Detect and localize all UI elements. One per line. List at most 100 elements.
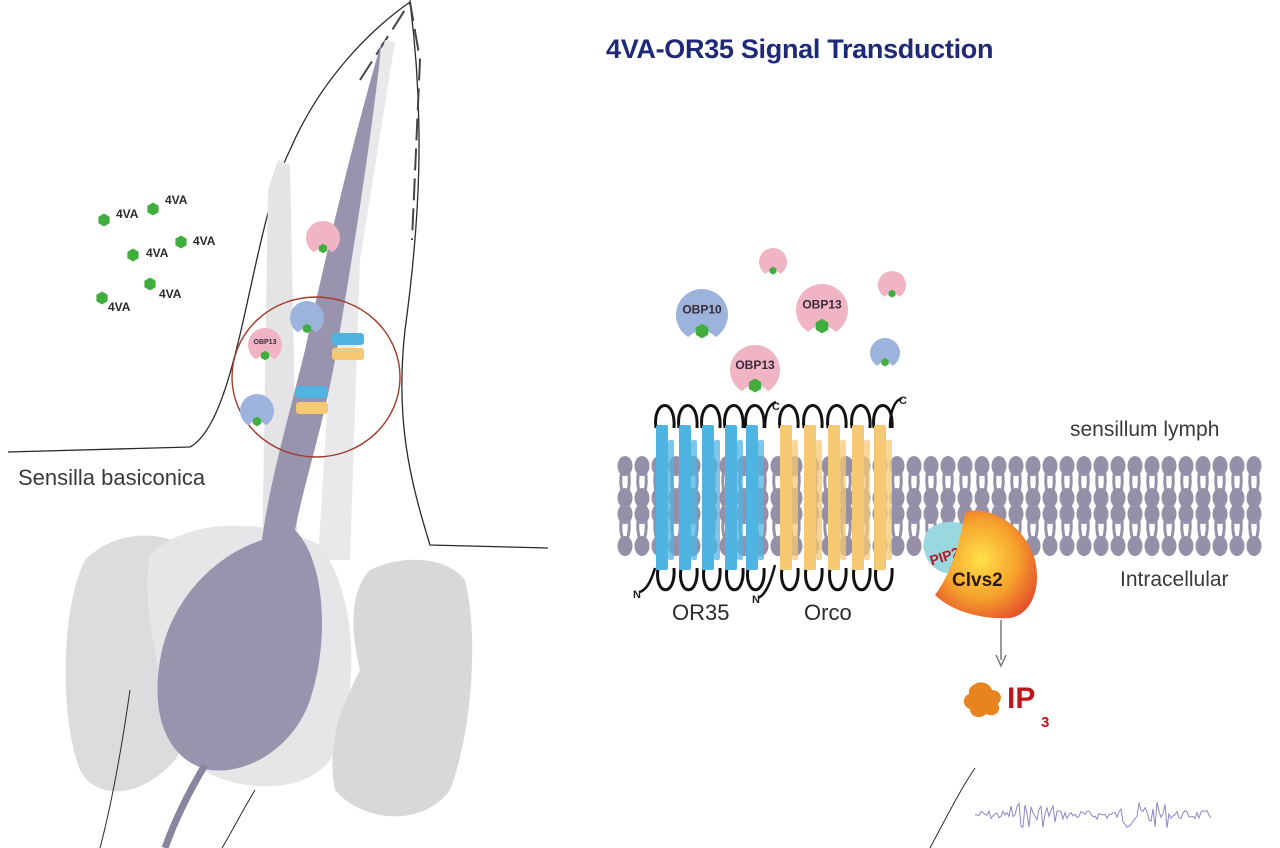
- lipid-head: [1195, 536, 1211, 556]
- lipid-head: [1246, 536, 1262, 556]
- n-terminus-orco: N: [752, 594, 760, 606]
- extracellular-loop: [872, 404, 894, 429]
- axon-guide-1: [99, 689, 131, 848]
- lipid-head: [1178, 536, 1194, 556]
- lymph-label: sensillum lymph: [1070, 418, 1220, 441]
- obp13-small: [306, 220, 340, 254]
- orco-helix-shade: [840, 440, 846, 560]
- lipid-head: [906, 504, 922, 524]
- or35-helix: [746, 425, 758, 570]
- orco-label: Orco: [804, 600, 852, 625]
- bound-odorant-icon: [815, 318, 829, 334]
- intracellular-loop: [656, 567, 676, 592]
- obp10-small: [289, 300, 324, 334]
- mini-or35-2: [296, 386, 328, 398]
- obp10-small-2: [240, 393, 274, 427]
- support-column-right: [318, 40, 395, 560]
- lipid-head: [1076, 504, 1092, 524]
- sensilla-label: Sensilla basiconica: [18, 465, 206, 490]
- clvs2-shape: [935, 510, 1038, 619]
- sensillum-illustration: [7, 0, 549, 848]
- accessory-cell-right: [332, 559, 473, 817]
- odorant-4va-icon: [127, 248, 139, 262]
- lipid-head: [1195, 456, 1211, 476]
- lipid-head: [617, 504, 633, 524]
- lipid-head: [1059, 504, 1075, 524]
- page-title: 4VA-OR35 Signal Transduction: [606, 34, 994, 64]
- or35-helix-shade: [691, 440, 697, 560]
- ip3-group: IP 3: [963, 682, 1049, 731]
- lipid-head: [1008, 456, 1024, 476]
- intracellular-loop: [679, 567, 699, 592]
- bound-odorant-icon: [695, 323, 709, 339]
- lipid-head: [957, 456, 973, 476]
- lipid-head: [1212, 536, 1228, 556]
- lipid-head: [1161, 488, 1177, 508]
- orco-helix: [852, 425, 864, 570]
- lipid-head: [1127, 536, 1143, 556]
- obp13-small-labeled: OBP13: [248, 327, 282, 361]
- c-terminus-tail: [763, 400, 777, 429]
- bound-odorant-icon: [888, 289, 896, 298]
- lipid-head: [1042, 504, 1058, 524]
- lipid-head: [1042, 536, 1058, 556]
- lipid-head: [1059, 536, 1075, 556]
- lipid-head: [889, 504, 905, 524]
- lipid-head: [617, 488, 633, 508]
- lipid-head: [1127, 456, 1143, 476]
- ip3-label: IP: [1007, 682, 1035, 715]
- extracellular-loop: [723, 404, 745, 429]
- c-terminus-orco: C: [899, 395, 907, 407]
- lipid-head: [1076, 488, 1092, 508]
- obp-body: [676, 288, 728, 337]
- lipid-head: [1059, 456, 1075, 476]
- lipid-head: [1161, 536, 1177, 556]
- lipid-head: [1059, 488, 1075, 508]
- obp-body: [240, 393, 274, 426]
- obp-body: [759, 248, 787, 274]
- lipid-head: [1246, 456, 1262, 476]
- extracellular-loop: [677, 404, 699, 429]
- recording-guide-line: [929, 767, 976, 848]
- zoom-circle: [231, 296, 401, 458]
- lipid-head: [1110, 504, 1126, 524]
- obp13-far: [759, 248, 787, 275]
- c-terminus-or35: C: [772, 401, 780, 413]
- extracellular-loop: [654, 404, 676, 429]
- orco-helix: [780, 425, 792, 570]
- lipid-head: [923, 456, 939, 476]
- bound-odorant-icon: [252, 416, 262, 427]
- intracellular-loop: [804, 567, 824, 592]
- lipid-head: [1161, 456, 1177, 476]
- lipid-head: [1246, 488, 1262, 508]
- mini-orco: [332, 348, 364, 360]
- bound-odorant-icon: [748, 378, 762, 393]
- odorant-4va-label: 4VA: [165, 193, 188, 207]
- orco-helix: [828, 425, 840, 570]
- intracellular-loop: [852, 567, 872, 592]
- lipid-head: [1144, 456, 1160, 476]
- obp-body: [796, 283, 849, 332]
- obp10-small-right: [870, 337, 901, 367]
- odorant-4va-icon: [175, 235, 187, 249]
- receptor-complex: [639, 396, 903, 600]
- left-obp-group: OBP13: [240, 220, 364, 427]
- lipid-head: [634, 456, 650, 476]
- clvs2-complex: PIP2 Clvs2: [923, 510, 1038, 619]
- lipid-head: [1212, 456, 1228, 476]
- lipid-head: [1178, 456, 1194, 476]
- or35-helix-shade: [737, 440, 743, 560]
- extracellular-loop: [850, 404, 872, 429]
- lipid-head: [889, 536, 905, 556]
- lipid-head: [923, 504, 939, 524]
- lipid-head: [1195, 504, 1211, 524]
- axon: [161, 763, 209, 848]
- or35-helix-shade: [668, 440, 674, 560]
- orco-helix: [804, 425, 816, 570]
- lipid-head: [1008, 504, 1024, 524]
- extracellular-loop: [744, 404, 766, 429]
- lipid-head: [617, 536, 633, 556]
- intracellular-label: Intracellular: [1120, 568, 1229, 591]
- lipid-head: [634, 488, 650, 508]
